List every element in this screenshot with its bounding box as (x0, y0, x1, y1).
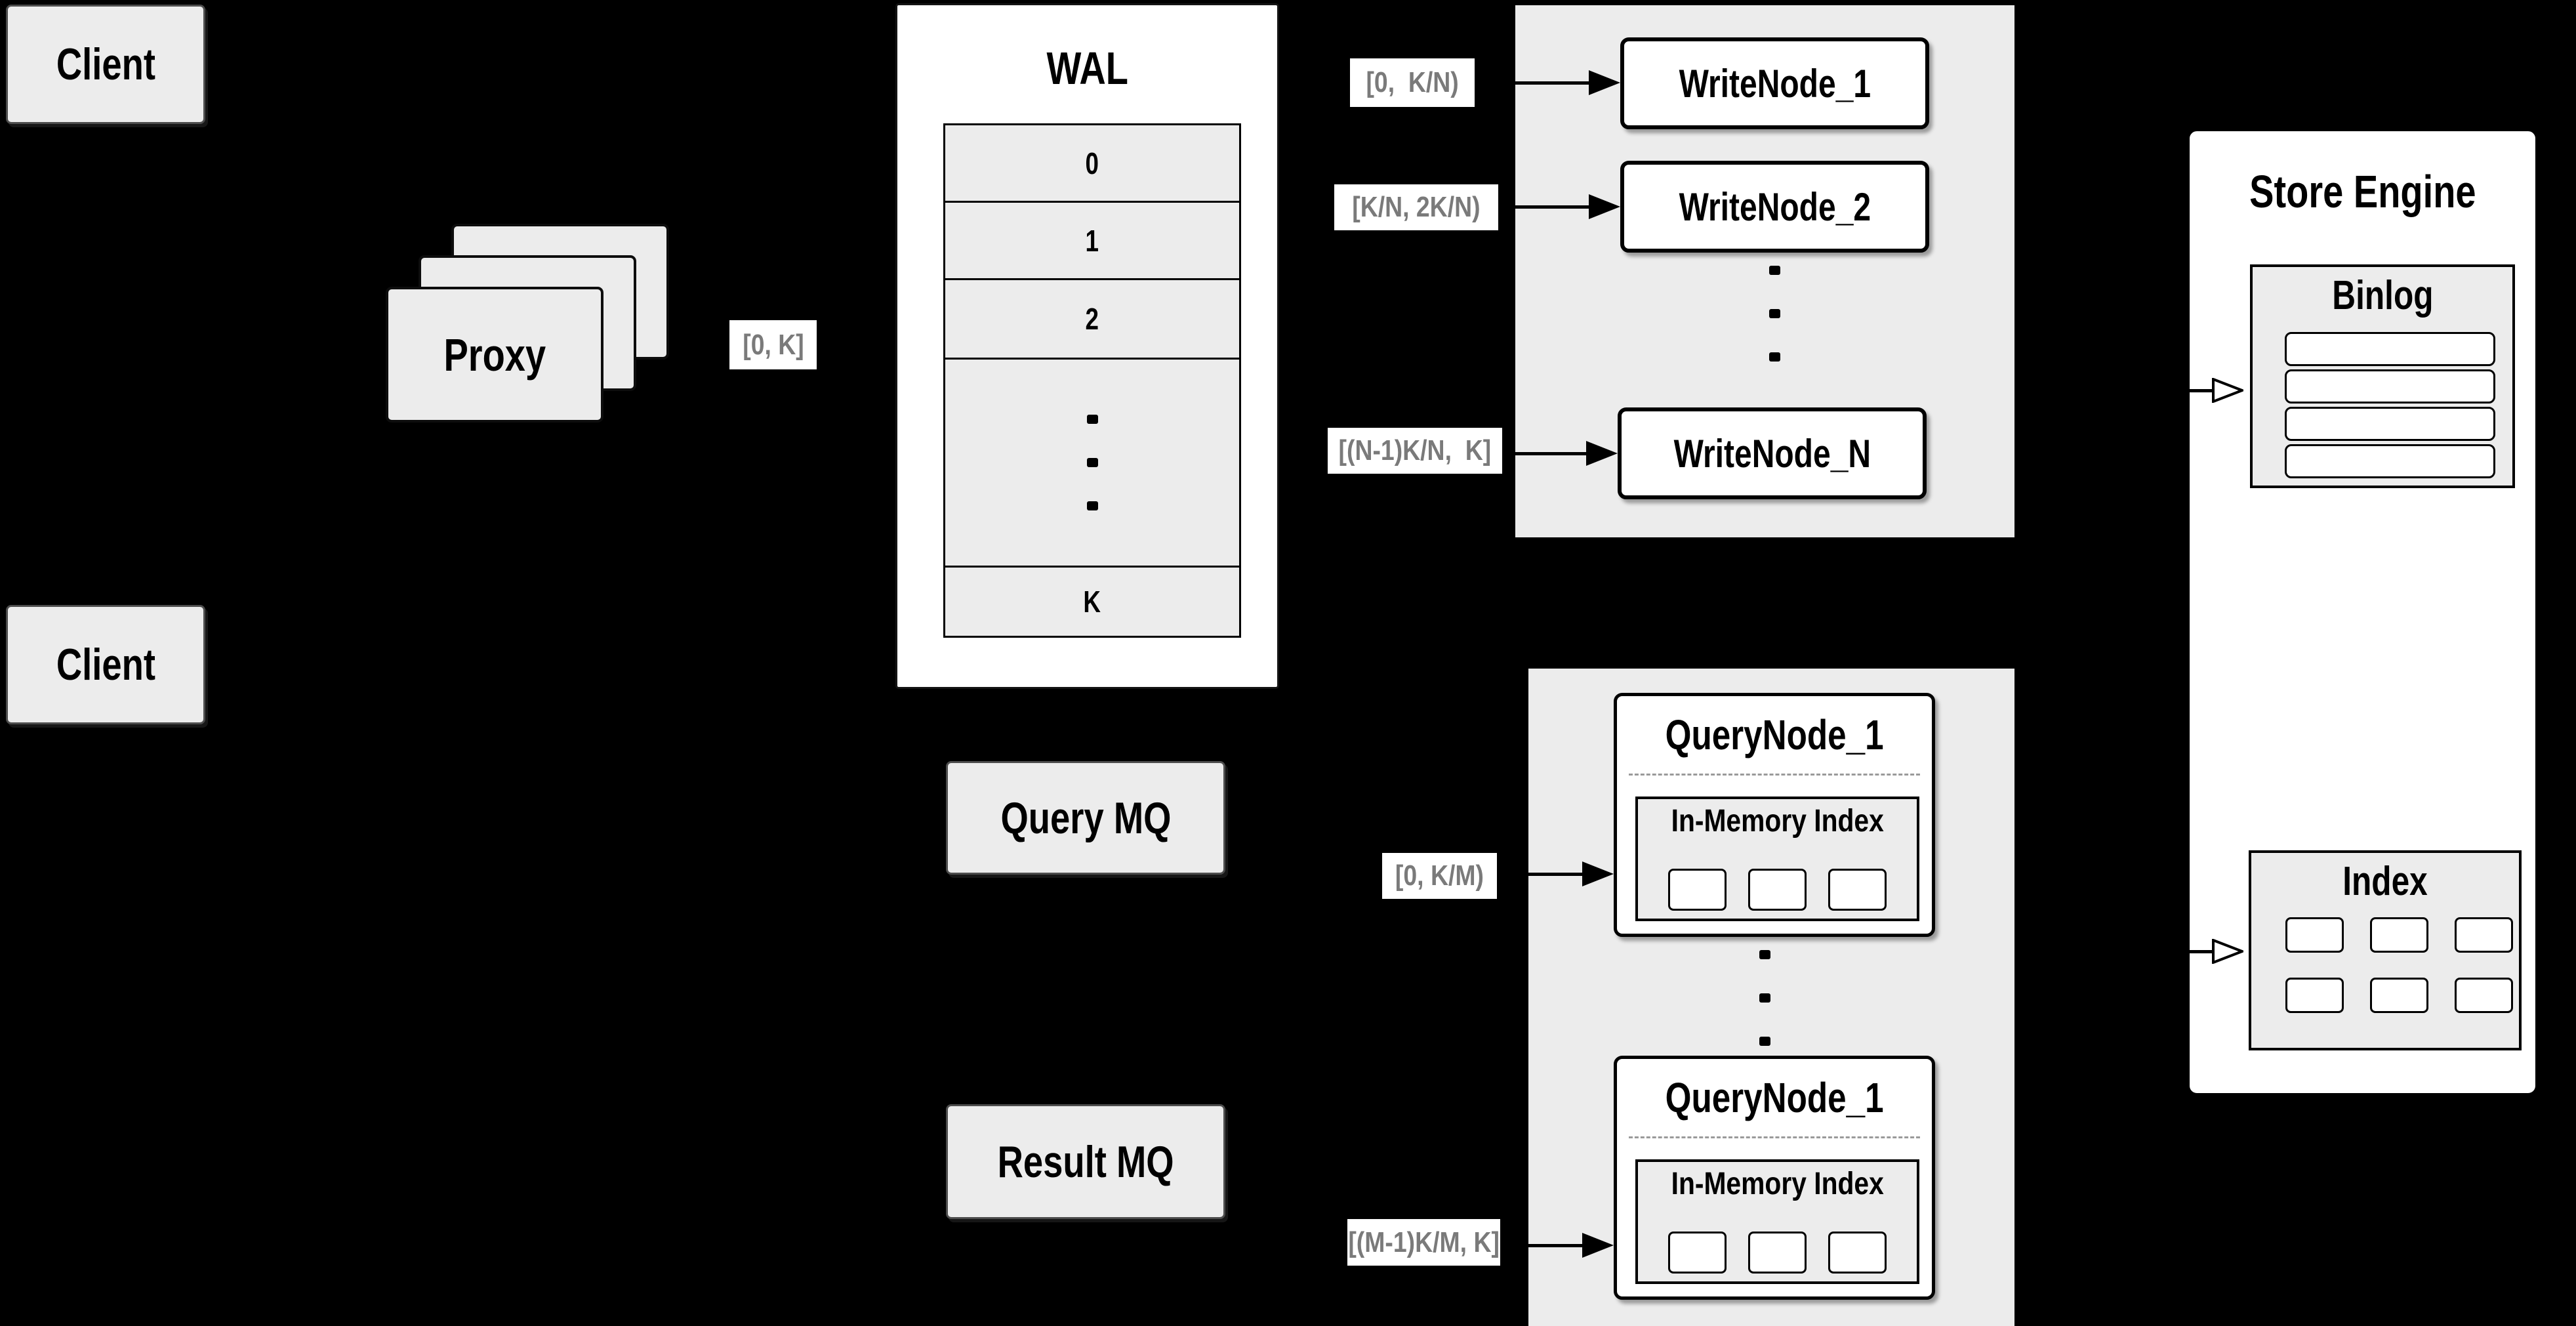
arrowhead-filled-icon (1582, 1233, 1614, 1258)
wal-row-ellipsis (945, 360, 1239, 568)
client-box-bottom: Client (6, 605, 205, 724)
range-label-querynode-top: [0, K/M) (1382, 853, 1497, 899)
querynode-bottom-title: QueryNode_1 (1665, 1074, 1884, 1121)
store-engine-title: Store Engine (2249, 166, 2476, 217)
wal-title: WAL (1046, 43, 1128, 94)
proxy-box-front: Proxy (386, 287, 603, 423)
client-top-label: Client (56, 39, 155, 89)
in-memory-index-top: In-Memory Index (1635, 797, 1919, 921)
result-mq-label: Result MQ (997, 1136, 1174, 1187)
wal-row-1: 1 (945, 203, 1239, 280)
dashed-divider (1629, 774, 1920, 776)
client-bottom-label: Client (56, 640, 155, 690)
arrow-to-binlog (2186, 378, 2243, 403)
writenode-2-box: WriteNode_2 (1620, 161, 1929, 253)
range-label-querynode-bottom: [(M-1)K/M, K] (1347, 1219, 1500, 1266)
querynode-top-box: QueryNode_1 In-Memory Index (1614, 693, 1935, 937)
arrowhead-filled-icon (1589, 70, 1620, 95)
arrowhead-filled-icon (1582, 861, 1614, 886)
arrow-to-querynode-bottom (1500, 1233, 1614, 1258)
range-label-writenode-2: [K/N, 2K/N) (1334, 184, 1498, 230)
vertical-ellipsis-icon (1086, 415, 1098, 510)
index-cells-row-1 (2285, 917, 2513, 953)
arrow-to-writenode-2 (1498, 194, 1620, 219)
result-mq-box: Result MQ (946, 1104, 1225, 1219)
index-title: Index (2342, 859, 2428, 904)
store-engine-panel: Store Engine Binlog Index (2186, 128, 2539, 1096)
wal-panel: WAL 0 1 2 K (895, 3, 1279, 689)
arrow-to-index (2186, 939, 2243, 964)
writenode-1-box: WriteNode_1 (1620, 37, 1929, 129)
wal-row-0: 0 (945, 125, 1239, 203)
in-memory-index-bottom-title: In-Memory Index (1671, 1167, 1884, 1201)
binlog-box: Binlog (2250, 264, 2515, 488)
wal-row-2: 2 (945, 280, 1239, 360)
range-label-writenode-1: [0, K/N) (1350, 58, 1475, 107)
query-mq-label: Query MQ (1000, 793, 1171, 843)
arrow-to-querynode-top (1497, 861, 1614, 886)
in-memory-index-bottom: In-Memory Index (1635, 1159, 1919, 1284)
binlog-title: Binlog (2331, 273, 2434, 318)
segment-cells (1668, 869, 1887, 911)
vertical-ellipsis-icon (1759, 950, 1770, 1046)
client-box-top: Client (6, 5, 205, 124)
arrowhead-open-icon (2212, 939, 2243, 964)
dashed-divider (1629, 1136, 1920, 1138)
arrowhead-filled-icon (1589, 194, 1620, 219)
vertical-ellipsis-icon (1769, 266, 1780, 362)
arrowhead-filled-icon (1586, 441, 1618, 466)
proxy-label: Proxy (443, 329, 546, 381)
binlog-rows (2285, 332, 2495, 478)
writenode-n-box: WriteNode_N (1618, 407, 1927, 499)
segment-cells (1668, 1232, 1887, 1274)
index-box: Index (2249, 850, 2522, 1050)
range-label-proxy: [0, K] (729, 320, 817, 369)
arrow-to-writenode-n (1502, 441, 1618, 466)
index-cells-row-2 (2285, 978, 2513, 1013)
arrowhead-open-icon (2212, 378, 2243, 403)
range-label-writenode-n: [(N-1)K/N, K] (1328, 428, 1502, 474)
arrow-to-writenode-1 (1475, 70, 1620, 95)
querynode-bottom-box: QueryNode_1 In-Memory Index (1614, 1056, 1935, 1300)
wal-table: 0 1 2 K (943, 123, 1241, 638)
query-mq-box: Query MQ (946, 761, 1225, 875)
in-memory-index-top-title: In-Memory Index (1671, 804, 1884, 839)
querynode-top-title: QueryNode_1 (1665, 711, 1884, 758)
wal-row-k: K (945, 568, 1239, 636)
